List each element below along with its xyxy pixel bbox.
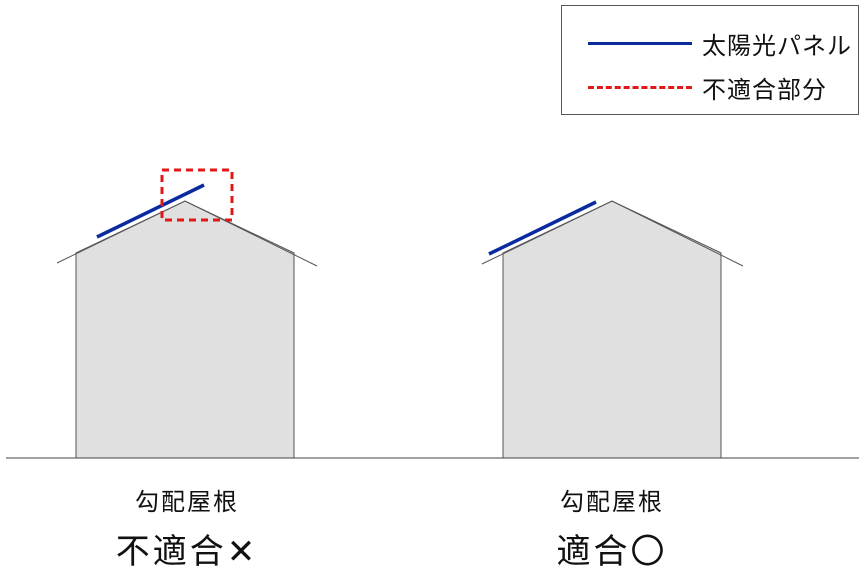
house-right-body [502, 200, 722, 459]
solar-panel-left [96, 183, 205, 239]
house-left-roof [56, 200, 318, 267]
house-left [56, 168, 318, 459]
verdict-label-right: 適合〇 [556, 532, 668, 572]
legend-item-unsuitable-part: 不適合部分 [588, 70, 827, 104]
unsuitable-part-swatch [588, 85, 692, 89]
caption-right: 勾配屋根 適合〇 [482, 485, 742, 573]
house-right [481, 200, 744, 459]
house-right-roof [481, 200, 744, 267]
legend-item-solar-panel: 太陽光パネル [588, 26, 852, 60]
legend: 太陽光パネル 不適合部分 [561, 5, 859, 115]
legend-label-solar-panel: 太陽光パネル [702, 31, 852, 60]
roof-type-label-left: 勾配屋根 [135, 488, 239, 516]
solar-panel-right [488, 200, 597, 256]
roof-type-label-right: 勾配屋根 [560, 488, 664, 516]
legend-label-unsuitable-part: 不適合部分 [702, 75, 827, 104]
house-left-body [75, 200, 295, 459]
solar-panel-swatch [588, 41, 692, 45]
verdict-label-left: 不適合✕ [115, 532, 259, 572]
caption-left: 勾配屋根 不適合✕ [57, 485, 317, 573]
